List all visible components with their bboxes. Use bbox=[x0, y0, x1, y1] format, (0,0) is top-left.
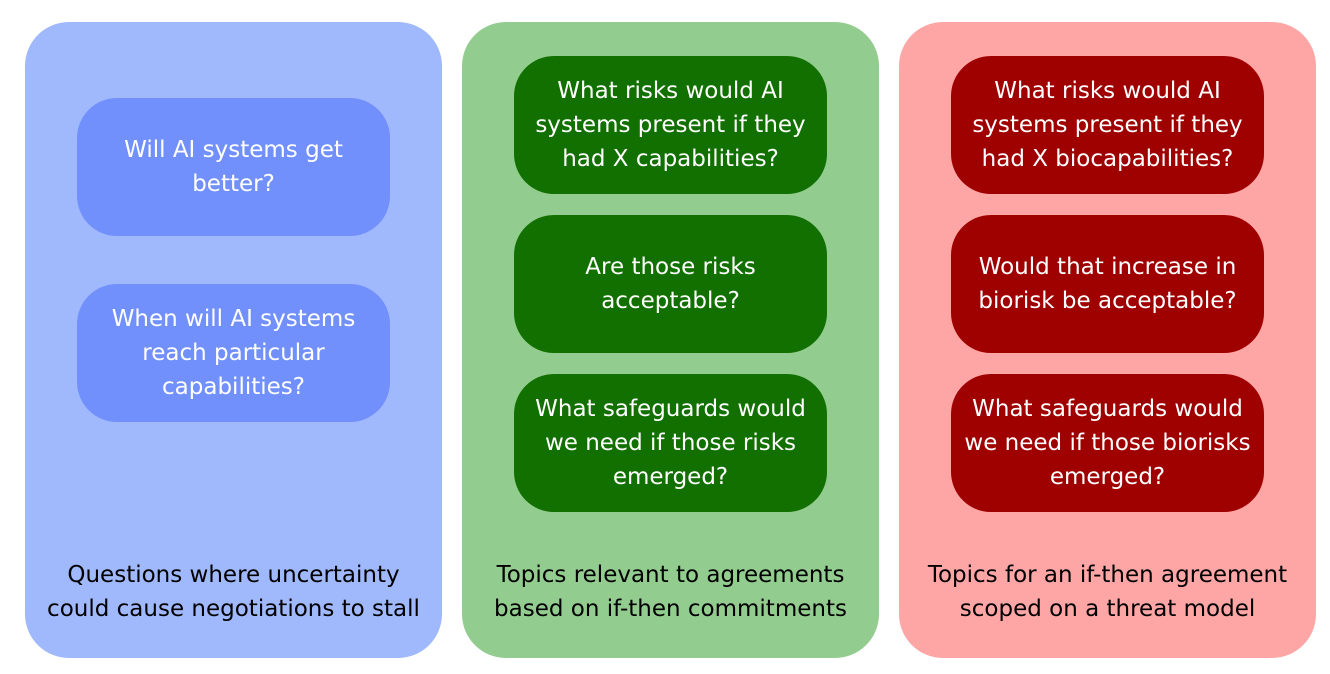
biorisk-safeguards-box: What safeguards would we need if those b… bbox=[951, 374, 1264, 512]
biocapability-risks-box: What risks would AI systems present if t… bbox=[951, 56, 1264, 194]
capability-timing-question-box: When will AI systems reach particular ca… bbox=[77, 284, 390, 422]
safeguards-box: What safeguards would we need if those r… bbox=[514, 374, 827, 512]
if-then-topics-caption: Topics relevant to agreements based on i… bbox=[494, 562, 847, 622]
ai-improvement-question-box: Will AI systems get better? bbox=[77, 98, 390, 236]
uncertainty-questions-panel: Will AI systems get better? When will AI… bbox=[25, 22, 442, 658]
if-then-topics-panel: What risks would AI systems present if t… bbox=[462, 22, 879, 658]
risk-acceptability-box: Are those risks acceptable? bbox=[514, 215, 827, 353]
uncertainty-questions-caption: Questions where uncertainty could cause … bbox=[47, 562, 420, 622]
threat-model-caption: Topics for an if-then agreement scoped o… bbox=[927, 562, 1288, 622]
threat-model-panel: What risks would AI systems present if t… bbox=[899, 22, 1316, 658]
biorisk-acceptability-box: Would that increase in biorisk be accept… bbox=[951, 215, 1264, 353]
capability-risks-box: What risks would AI systems present if t… bbox=[514, 56, 827, 194]
